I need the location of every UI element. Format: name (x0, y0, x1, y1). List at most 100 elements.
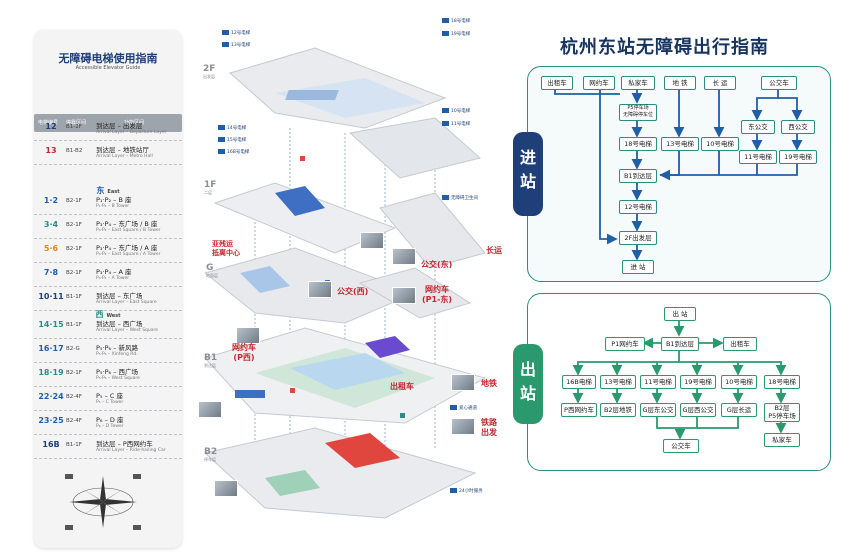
map-tag: 19号电梯 (442, 31, 470, 37)
elevator-guide-card: 无障碍电梯使用指南 Accessible Elevator Guide 电梯编号… (34, 30, 182, 548)
callout-long-distance: 长运 (486, 246, 502, 255)
floor-2f-plate (228, 47, 482, 179)
elevator-function-cn: P₅·P₆ – 新风路 (96, 344, 138, 352)
elevator-function-en: P₃·P₄ – A Tower (96, 276, 130, 281)
elevator-function-en: P₅ – C Tower (96, 400, 124, 405)
elevator-floors: B2-1F (66, 246, 82, 252)
west-cn: 西 (95, 310, 104, 319)
elevator-function-cn: P₅ – C 座 (96, 392, 124, 400)
col-floors: 停靠区间 (66, 120, 87, 126)
node-in-taxi: 出租车 (541, 76, 573, 90)
elevator-number: 23·25 (38, 416, 64, 425)
elevator-floors: B1-1F (66, 322, 82, 328)
node-out-g-west-bus: G层西公交 (680, 403, 716, 417)
callout-asian-para: 亚残运 抵离中心 (212, 240, 240, 257)
flow-main-title: 杭州东站无障碍出行指南 (560, 37, 769, 58)
photo-thumbnail (308, 281, 332, 298)
node-out-exit-station: 出 站 (664, 307, 696, 321)
node-out-b2-metro: B2层地铁 (600, 403, 636, 417)
node-in-ride: 网约车 (583, 76, 615, 90)
node-out-elevator-16b: 16B电梯 (562, 375, 596, 389)
map-tag: 爱心通道 (450, 405, 477, 411)
elevator-number: 10·11 (38, 292, 64, 301)
compass-rose-icon (65, 474, 141, 530)
elevator-function-cn: 到达层 – 东广场 (96, 292, 143, 300)
photo-thumbnail (392, 248, 416, 265)
node-in-metro: 地 铁 (664, 76, 696, 90)
elevator-function-cn: P₃·P₄ – 东广场 / B 座 (96, 220, 158, 228)
elevator-number: 1·2 (43, 196, 59, 205)
callout-bus-west: 公交(西) (337, 287, 369, 296)
map-tag: 16B号电梯 (218, 149, 249, 155)
guide-title: 无障碍电梯使用指南 (58, 52, 158, 65)
node-out-taxi: 出租车 (723, 337, 757, 351)
node-out-g-east-bus: G层东公交 (640, 403, 676, 417)
elevator-function-cn: P₅·P₆ – 西广场 (96, 368, 138, 376)
node-in-2f-departure: 2F出发层 (619, 231, 657, 245)
node-in-bus: 公交车 (761, 76, 797, 90)
elevator-floors: B1-B2 (66, 148, 83, 154)
map-tag: 15号电梯 (218, 137, 246, 143)
node-out-bus: 公交车 (663, 439, 699, 453)
node-in-west-bus: 西公交 (781, 120, 815, 134)
map-tag: 11号电梯 (442, 121, 470, 127)
callout-metro: 地铁 (481, 379, 497, 388)
photo-thumbnail (360, 232, 384, 249)
map-tag: 12号电梯 (222, 30, 250, 36)
elevator-floors: B2-4F (66, 418, 82, 424)
elevator-number: 18·19 (38, 368, 64, 377)
elevator-function-en: Arrival Layer – West Square (96, 328, 159, 333)
elevator-function-en: P₅·P₆ – West Square (96, 376, 140, 381)
node-out-p5-parking: B2层 P5停车场 (764, 403, 800, 422)
photo-thumbnail (214, 480, 238, 497)
elevator-floors: B2-1F (66, 370, 82, 376)
guide-table-header: 电梯编号 停靠区间 功能区间 (34, 114, 182, 132)
elevator-function-cn: 到达层 – 出发层 (96, 122, 143, 130)
callout-ride-west: 网约车 (P西) (232, 343, 256, 362)
node-in-long-distance: 长 运 (704, 76, 736, 90)
elevator-number: 12 (45, 122, 57, 131)
floor-b2-plate (203, 427, 477, 519)
callout-ride-east: 网约车 (P1-东) (422, 285, 453, 304)
elevator-function-en: Arrival Layer – East Square (96, 300, 157, 305)
elevator-function-cn: P₁·P₂ – B 座 (96, 196, 132, 204)
elevator-function-cn: P₃·P₄ – A 座 (96, 268, 132, 276)
east-cn: 东 (96, 186, 105, 195)
node-out-elevator-13: 13号电梯 (600, 375, 636, 389)
map-tag: 无障碍卫生间 (442, 195, 478, 201)
elevator-function-en: P₁·P₂ – B Tower (96, 204, 130, 209)
photo-thumbnail (198, 401, 222, 418)
elevator-number: 5·6 (43, 244, 59, 253)
floor-1f-plate (213, 182, 486, 269)
photo-thumbnail (451, 418, 475, 435)
node-out-b1-arrival: B1到达层 (661, 337, 699, 351)
elevator-floors: B2-G (66, 346, 80, 352)
exit-label: 出站 (513, 344, 543, 424)
node-out-g-long-distance: G层长运 (721, 403, 757, 417)
callout-rail-departure: 铁路 出发 (481, 418, 497, 437)
map-tag: 14号电梯 (218, 125, 246, 131)
elevator-number: 7·8 (43, 268, 59, 277)
elevator-floors: B2-1F (66, 222, 82, 228)
floor-b1-plate (204, 327, 487, 424)
guide-subtitle: Accessible Elevator Guide (75, 65, 141, 71)
node-out-elevator-10: 10号电梯 (721, 375, 757, 389)
elevator-function-en: Arrival Layer – Departure Layer (96, 130, 167, 135)
node-in-private-car: 私家车 (621, 76, 655, 90)
node-in-elevator-10: 10号电梯 (701, 137, 739, 151)
east-en: East (107, 189, 120, 195)
elevator-function-en: Arrival Layer – Metro Hall (96, 154, 153, 159)
elevator-floors: B2-4F (66, 394, 82, 400)
